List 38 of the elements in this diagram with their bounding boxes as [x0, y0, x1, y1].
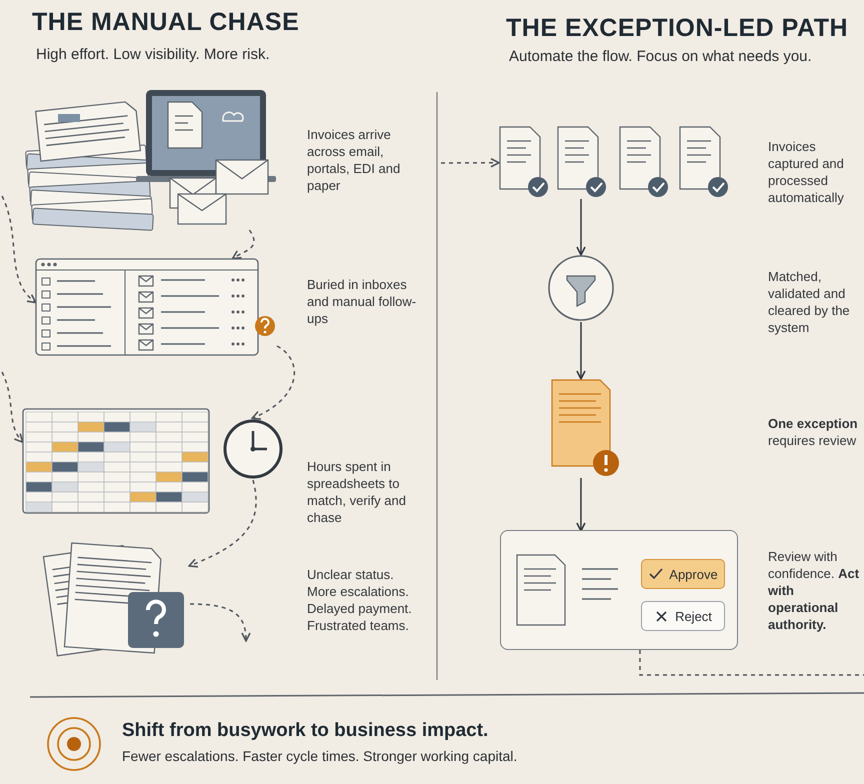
checked-document-icon [618, 125, 668, 199]
arrow [576, 478, 586, 532]
spreadsheet-drawing [22, 408, 212, 516]
subheading: Automate the flow. Focus on what needs you. [509, 48, 812, 65]
heading: THE EXCEPTION-LED PATH [506, 14, 848, 43]
dashed-arrow [232, 230, 255, 260]
checked-document-icon [556, 125, 606, 199]
document-icon [515, 553, 567, 627]
checked-document-icon [498, 125, 548, 199]
caption: Buried in inboxes and manual follow-ups [307, 276, 418, 327]
caption: Invoices arrive across email, portals, EDI and paper [307, 126, 402, 194]
banner-text: Fewer escalations. Faster cycle times. Stronger working capital. [122, 748, 518, 764]
clock-icon [222, 418, 284, 480]
funnel-icon [547, 254, 615, 322]
dashed-arrow [441, 158, 500, 168]
review-card [500, 530, 738, 650]
caption: One exception requires review [768, 415, 859, 449]
heading: THE MANUAL CHASE [32, 8, 300, 37]
caption: Hours spent in spreadsheets to match, verify and chase [307, 458, 407, 526]
dashed-arrow [1, 372, 24, 444]
checked-document-icon [678, 125, 728, 199]
exception-document-drawing [550, 378, 622, 478]
inbox-window-drawing [35, 258, 277, 358]
reject-button: Reject [641, 601, 725, 631]
dashed-arrow [251, 345, 296, 420]
dashed-line [639, 650, 864, 676]
dashed-arrow [190, 603, 250, 642]
banner-heading: Shift from busywork to business impact. [122, 720, 488, 742]
dashed-arrow [188, 480, 257, 568]
arrow [576, 322, 586, 380]
caption: Matched, validated and cleared by the system [768, 268, 851, 336]
subheading: High effort. Low visibility. More risk. [36, 46, 270, 63]
caption: Invoices captured and processed automatically [768, 138, 845, 206]
caption: Unclear status. More escalations. Delayed payment. Frustrated teams. [307, 566, 413, 634]
dashed-arrow [1, 196, 37, 304]
approve-button: Approve [641, 559, 725, 589]
arrow [576, 199, 586, 256]
caption: Review with confidence. Act with operational authority. [768, 548, 860, 633]
